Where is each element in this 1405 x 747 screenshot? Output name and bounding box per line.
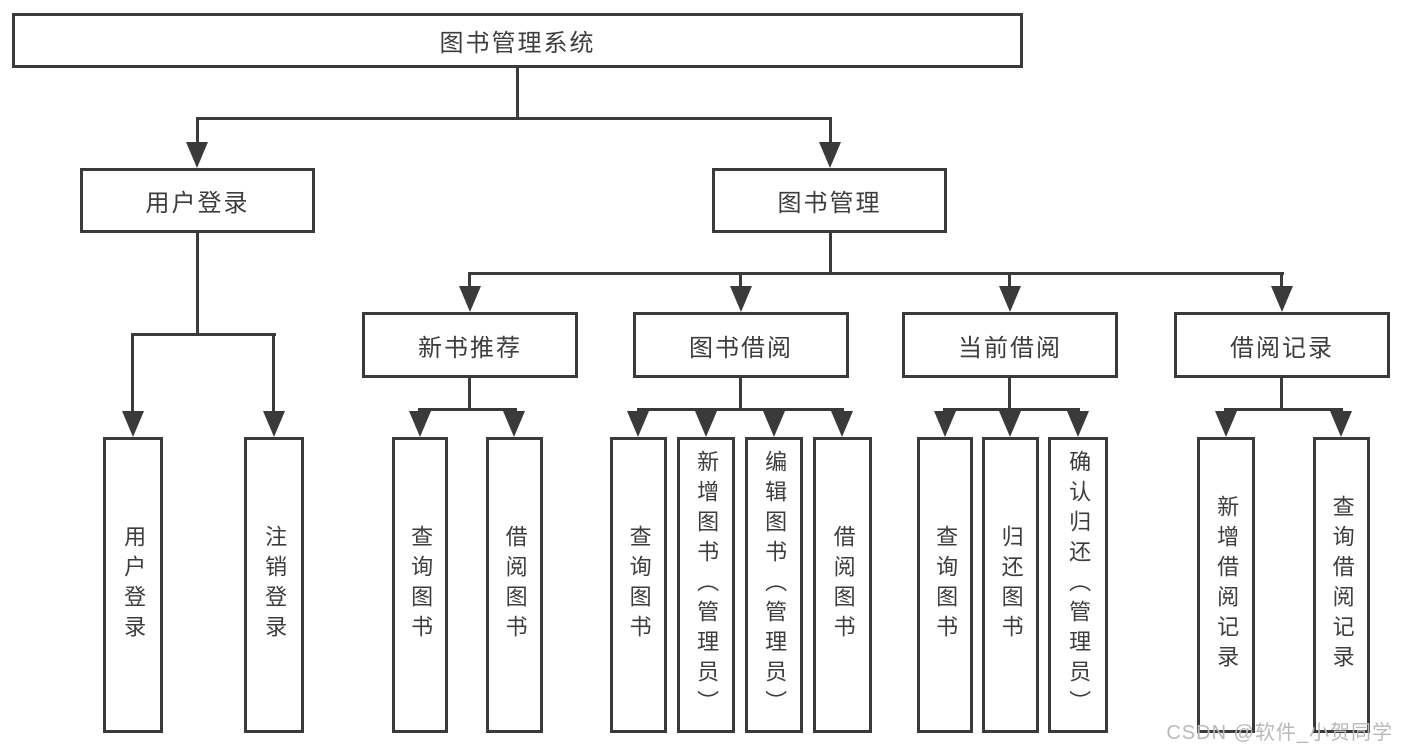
leaf-label: 查询图书 <box>626 525 652 645</box>
leaf-label: 新增借阅记录 <box>1214 495 1240 675</box>
leaf-user-login: 用户登录 <box>103 437 163 733</box>
connector-line <box>1008 378 1011 410</box>
node-borrow-records: 借阅记录 <box>1174 312 1390 378</box>
arrow-down-icon <box>934 411 956 437</box>
connector-line <box>1280 378 1283 410</box>
leaf-return-books: 归还图书 <box>982 437 1039 733</box>
connector-line <box>1008 274 1011 287</box>
leaf-query-books-recommend: 查询图书 <box>392 437 448 733</box>
arrow-down-icon <box>695 411 717 437</box>
node-book-borrow: 图书借阅 <box>633 312 849 378</box>
connector-line <box>131 335 134 413</box>
arrow-down-icon <box>409 411 431 437</box>
connector-line <box>1280 274 1283 287</box>
leaf-add-borrow-record: 新增借阅记录 <box>1197 437 1255 733</box>
node-borrow-records-label: 借阅记录 <box>1230 334 1334 362</box>
connector-line <box>829 233 832 274</box>
leaf-label: 注销登录 <box>262 525 288 645</box>
node-current-borrow: 当前借阅 <box>902 312 1118 378</box>
connector-line <box>1224 408 1343 411</box>
node-current-borrow-label: 当前借阅 <box>958 334 1062 362</box>
leaf-label: 用户登录 <box>121 525 147 645</box>
node-new-book-recommend-label: 新书推荐 <box>418 334 522 362</box>
leaf-label: 查询借阅记录 <box>1329 495 1355 675</box>
node-book-management-label: 图书管理 <box>777 190 882 217</box>
arrow-down-icon <box>459 286 481 312</box>
arrow-down-icon <box>1067 411 1089 437</box>
leaf-borrow-books-recommend: 借阅图书 <box>486 437 543 733</box>
connector-line <box>739 274 742 287</box>
leaf-label: 归还图书 <box>998 525 1024 645</box>
arrow-down-icon <box>831 411 853 437</box>
leaf-label: 确认归还（管理员） <box>1066 450 1092 720</box>
csdn-watermark: CSDN @软件_小贺同学 <box>1166 722 1393 744</box>
leaf-label: 借阅图书 <box>502 525 528 645</box>
leaf-confirm-return-admin: 确认归还（管理员） <box>1048 437 1108 733</box>
connector-line <box>196 233 199 335</box>
arrow-down-icon <box>999 286 1021 312</box>
arrow-down-icon <box>122 411 144 437</box>
connector-line <box>468 274 471 287</box>
connector-line <box>272 335 275 413</box>
leaf-query-books-current: 查询图书 <box>917 437 973 733</box>
node-user-login-label: 用户登录 <box>145 190 250 217</box>
arrow-down-icon <box>763 411 785 437</box>
leaf-borrow-books: 借阅图书 <box>813 437 872 733</box>
connector-line <box>196 117 832 120</box>
leaf-label: 查询图书 <box>408 525 434 645</box>
arrow-down-icon <box>1271 286 1293 312</box>
node-new-book-recommend: 新书推荐 <box>362 312 578 378</box>
leaf-label: 查询图书 <box>933 525 959 645</box>
arrow-down-icon <box>1330 411 1352 437</box>
node-book-borrow-label: 图书借阅 <box>689 334 793 362</box>
leaf-label: 编辑图书（管理员） <box>762 450 788 720</box>
connector-line <box>637 408 844 411</box>
node-user-login: 用户登录 <box>80 168 315 233</box>
arrow-down-icon <box>186 142 208 168</box>
leaf-query-borrow-record: 查询借阅记录 <box>1313 437 1370 733</box>
arrow-down-icon <box>627 411 649 437</box>
arrow-down-icon <box>999 411 1021 437</box>
arrow-down-icon <box>1215 411 1237 437</box>
leaf-query-books-borrow: 查询图书 <box>610 437 667 733</box>
leaf-logout: 注销登录 <box>244 437 304 733</box>
connector-line <box>131 333 276 336</box>
arrow-down-icon <box>263 411 285 437</box>
connector-line <box>418 408 517 411</box>
connector-line <box>468 378 471 410</box>
connector-line <box>516 68 519 118</box>
connector-line <box>739 378 742 410</box>
leaf-label: 新增图书（管理员） <box>694 450 720 720</box>
arrow-down-icon <box>503 411 525 437</box>
connector-line <box>468 272 1284 275</box>
arrow-down-icon <box>730 286 752 312</box>
arrow-down-icon <box>819 142 841 168</box>
node-root-label: 图书管理系统 <box>439 30 596 57</box>
connector-line <box>829 118 832 144</box>
node-root: 图书管理系统 <box>12 13 1023 68</box>
leaf-edit-books-admin: 编辑图书（管理员） <box>745 437 803 733</box>
leaf-label: 借阅图书 <box>830 525 856 645</box>
node-book-management: 图书管理 <box>712 168 947 233</box>
connector-line <box>196 118 199 144</box>
leaf-add-books-admin: 新增图书（管理员） <box>677 437 735 733</box>
